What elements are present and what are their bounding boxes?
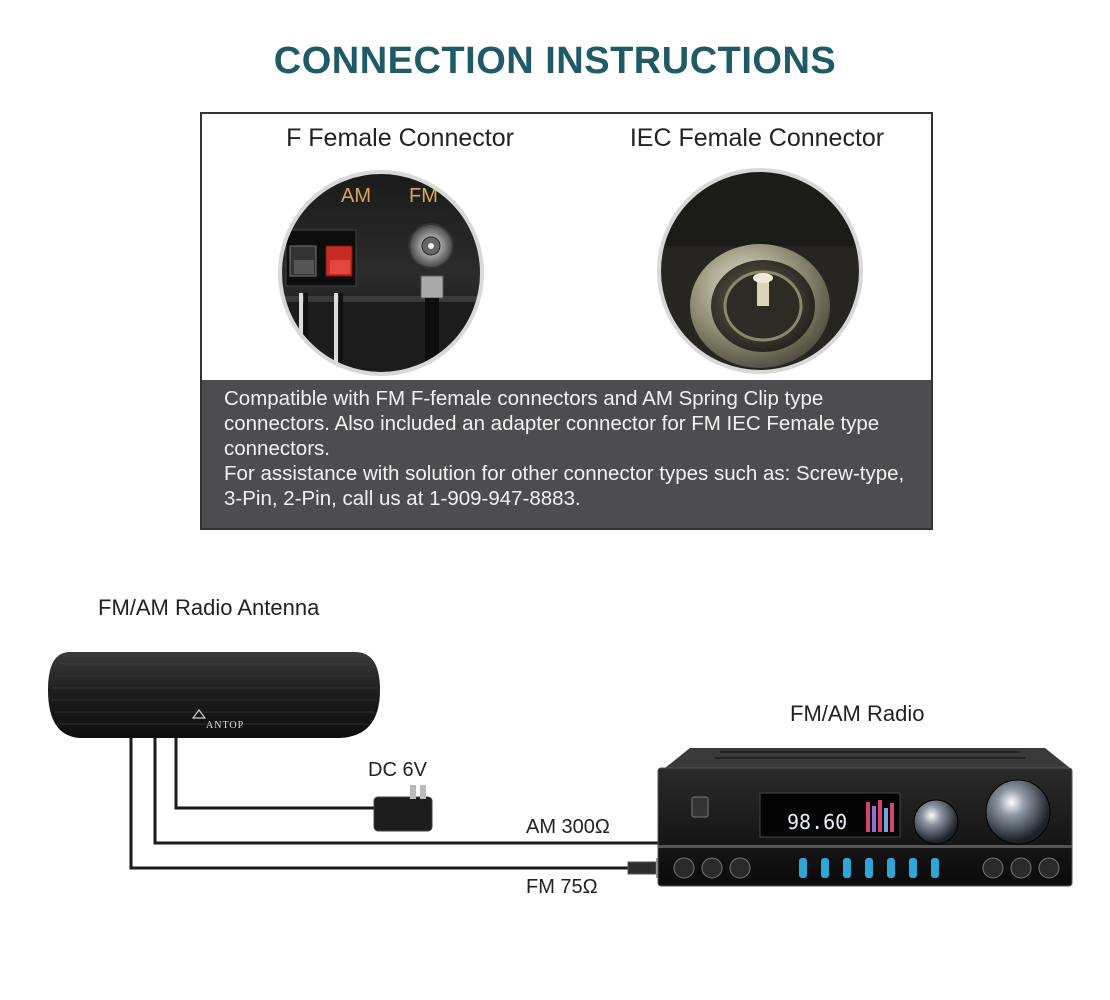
dc-power-cable [174,738,378,810]
spectrum-bars-icon [866,800,894,832]
fm-cable-label: FM 75Ω [526,876,598,898]
page-title: CONNECTION INSTRUCTIONS [273,40,837,82]
fm-cable [129,738,630,870]
f-female-connector-photo: AM FM [278,170,484,376]
fm-tag: FM [409,185,438,207]
am-cable [153,738,660,845]
iec-female-connector-label: IEC Female Connector [629,124,885,152]
antenna-brand: ANTOP [206,720,244,731]
f-female-connector-label: F Female Connector [286,124,514,152]
connector-info-box: Compatible with FM F-female connectors a… [202,380,931,528]
antenna-label: FM/AM Radio Antenna [98,595,320,620]
power-button-icon [691,796,709,818]
am-tag: AM [341,185,371,207]
volume-knob-icon [985,779,1051,845]
radio-receiver: 98.60 [657,748,1073,887]
dc-adapter-icon [373,785,433,832]
dc-power-label: DC 6V [368,759,427,781]
mic-volume-knob-icon [913,799,959,845]
iec-female-connector-photo [657,168,863,374]
info-compatibility-text: Compatible with FM F-female connectors a… [224,387,880,460]
radio-frequency-display: 98.60 [787,810,847,834]
radio-label: FM/AM Radio [790,701,925,726]
antop-logo-icon [191,709,207,719]
equalizer-sliders-icon [799,858,939,878]
antenna-device: ANTOP [48,652,380,738]
info-assistance-text: For assistance with solution for other c… [224,462,905,510]
am-cable-label: AM 300Ω [526,816,610,838]
connection-diagram: ANTOP 98.60 [48,652,1073,887]
cables [129,738,660,870]
